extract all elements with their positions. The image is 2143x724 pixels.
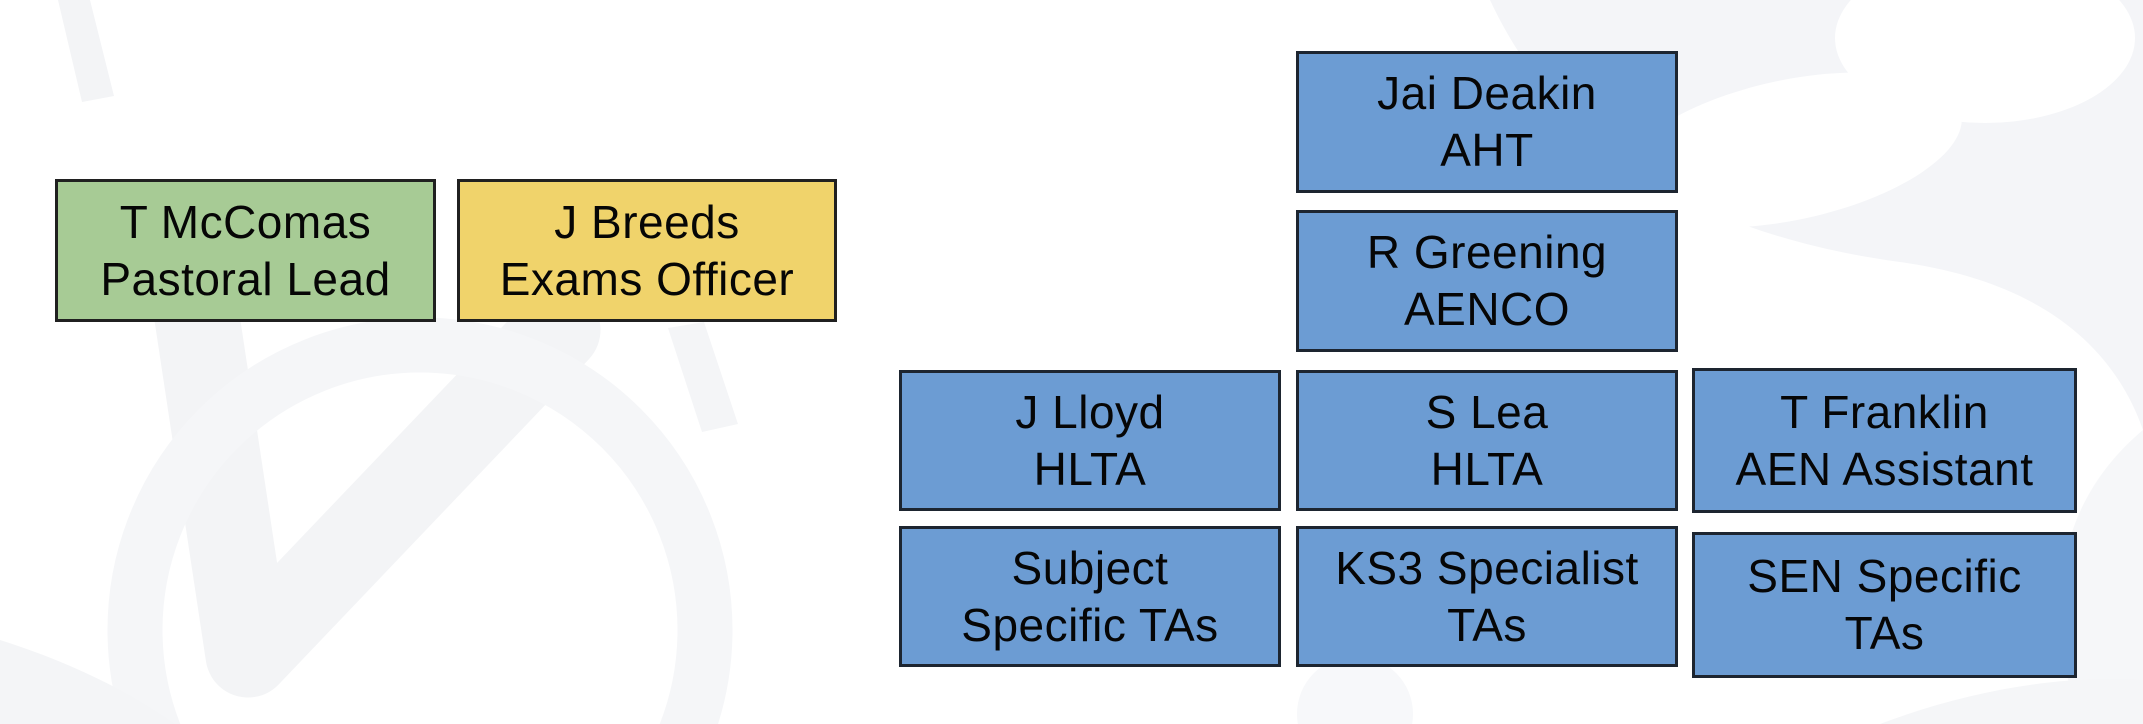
person-role: AEN Assistant bbox=[1735, 442, 2034, 495]
group-label-line1: SEN Specific bbox=[1747, 550, 2022, 602]
person-name: Jai Deakin bbox=[1377, 67, 1597, 119]
org-box-aen-assistant: T Franklin AEN Assistant bbox=[1692, 368, 2077, 513]
org-box-ks3-specialist-tas: KS3 Specialist TAs bbox=[1296, 526, 1678, 667]
person-role: Exams Officer bbox=[499, 252, 795, 305]
org-box-sen-specific-tas: SEN Specific TAs bbox=[1692, 532, 2077, 678]
person-name: R Greening bbox=[1366, 226, 1608, 278]
org-box-pastoral-lead: T McComas Pastoral Lead bbox=[55, 179, 436, 322]
group-label-line2: TAs bbox=[1447, 598, 1527, 651]
person-role: AHT bbox=[1440, 124, 1534, 176]
org-box-exams-officer: J Breeds Exams Officer bbox=[457, 179, 837, 322]
org-box-aenco: R Greening AENCO bbox=[1296, 210, 1678, 352]
person-name: J Breeds bbox=[554, 195, 740, 248]
person-name: T McComas bbox=[119, 195, 372, 248]
org-box-hlta-1: J Lloyd HLTA bbox=[899, 370, 1281, 511]
person-name: T Franklin bbox=[1780, 385, 1989, 438]
person-role: HLTA bbox=[1430, 442, 1544, 495]
org-box-hlta-2: S Lea HLTA bbox=[1296, 370, 1678, 511]
person-role: AENCO bbox=[1403, 283, 1571, 335]
group-label-line2: Specific TAs bbox=[961, 598, 1219, 651]
org-box-aht: Jai Deakin AHT bbox=[1296, 51, 1678, 193]
person-role: HLTA bbox=[1033, 442, 1147, 495]
group-label-line1: KS3 Specialist bbox=[1335, 541, 1639, 594]
person-name: S Lea bbox=[1425, 385, 1549, 438]
group-label-line1: Subject bbox=[1011, 541, 1169, 594]
group-label-line2: TAs bbox=[1844, 607, 1925, 659]
person-name: J Lloyd bbox=[1015, 385, 1165, 438]
person-role: Pastoral Lead bbox=[100, 252, 391, 305]
org-box-subject-specific-tas: Subject Specific TAs bbox=[899, 526, 1281, 667]
